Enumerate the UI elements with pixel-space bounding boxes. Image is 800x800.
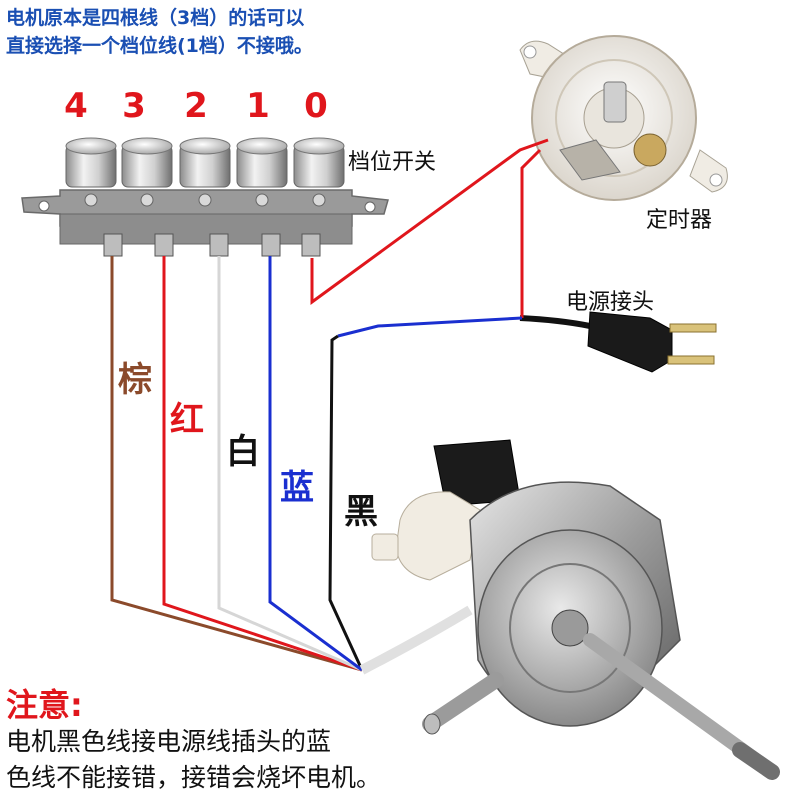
- wire-red-speed: [162, 256, 363, 672]
- note-line-1: 电机原本是四根线（3档）的话可以: [6, 7, 305, 29]
- switch-label: 档位开关: [348, 150, 437, 175]
- wire-white: [217, 256, 363, 672]
- wire-label-white: 白: [226, 432, 260, 472]
- position-label-2: 2: [184, 86, 208, 126]
- switch-knobs: [65, 137, 345, 207]
- position-label-4: 4: [64, 86, 88, 126]
- power-plug: [519, 311, 717, 373]
- wire-label-black: 黑: [344, 492, 378, 532]
- wire-label-brown: 棕: [118, 360, 152, 400]
- wire-red-plug: [520, 148, 542, 318]
- warning-title: 注意:: [6, 686, 83, 724]
- warning-line-1: 电机黑色线接电源线插头的蓝: [6, 727, 332, 756]
- wire-brown: [110, 256, 363, 672]
- motor: [371, 439, 780, 780]
- wires: [110, 138, 549, 675]
- wire-label-blue: 蓝: [280, 468, 314, 508]
- gear-switch: [21, 137, 389, 257]
- position-label-3: 3: [122, 86, 146, 126]
- plug-label: 电源接头: [566, 290, 655, 315]
- position-label-0: 0: [304, 86, 328, 126]
- wire-black: [328, 334, 364, 671]
- warning-line-2: 色线不能接错，接错会烧坏电机。: [6, 763, 382, 792]
- wire-blue-plug: [337, 316, 523, 338]
- wire-blue-speed: [268, 256, 363, 672]
- timer-label: 定时器: [646, 208, 713, 233]
- note-line-2: 直接选择一个档位线(1档）不接哦。: [6, 35, 313, 57]
- wire-red-timer: [310, 138, 549, 305]
- wire-label-red: 红: [170, 400, 204, 440]
- top-note: 电机原本是四根线（3档）的话可以 直接选择一个档位线(1档）不接哦。: [6, 4, 476, 60]
- warning-text: 电机黑色线接电源线插头的蓝 色线不能接错，接错会烧坏电机。: [6, 724, 486, 796]
- position-label-1: 1: [246, 86, 270, 126]
- timer-device: [519, 35, 728, 201]
